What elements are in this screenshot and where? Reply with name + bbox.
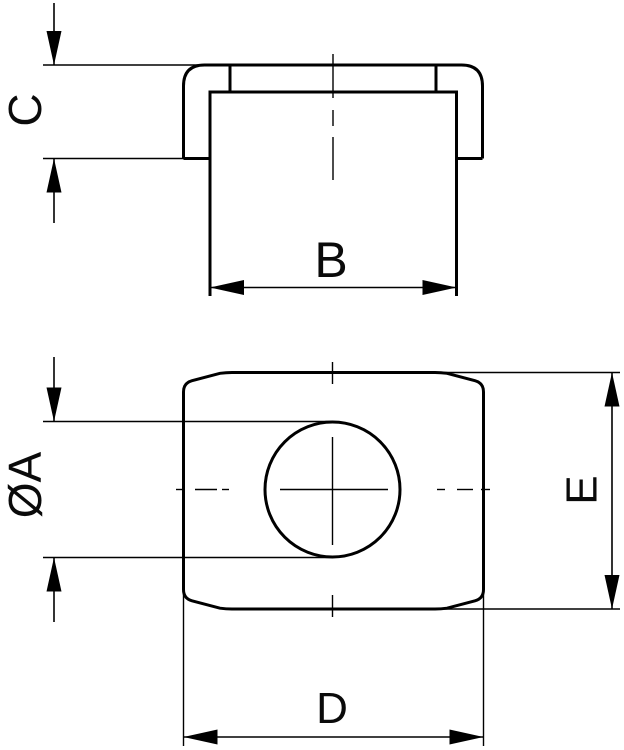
- hole-circle: [263, 420, 402, 559]
- b-arrowhead-right: [422, 280, 457, 295]
- dim-label-b: B: [314, 232, 347, 288]
- dimension-e: E: [435, 371, 620, 610]
- e-arrowhead-bottom: [604, 575, 620, 609]
- b-arrowhead-left: [210, 280, 244, 295]
- dim-label-c: C: [0, 93, 51, 126]
- d-arrowhead-left: [183, 729, 218, 745]
- dim-label-e: E: [558, 475, 607, 504]
- e-arrowhead-top: [604, 372, 620, 407]
- elevation-view: C B: [0, 3, 484, 296]
- dimension-d: D: [182, 592, 485, 746]
- plan-view: ØA E D: [0, 357, 620, 746]
- dim-label-a: ØA: [0, 451, 51, 518]
- a-arrowhead-top: [46, 387, 62, 422]
- c-arrowhead-bottom: [46, 158, 62, 193]
- hole-crosshair: [280, 437, 388, 545]
- dimension-a: ØA: [0, 357, 332, 622]
- d-arrowhead-right: [449, 729, 484, 745]
- dimension-c: C: [0, 3, 205, 223]
- plan-outline: [182, 371, 485, 611]
- dimension-b: B: [210, 232, 457, 295]
- c-arrowhead-top: [46, 31, 62, 65]
- dim-label-d: D: [316, 684, 348, 733]
- a-arrowhead-bottom: [46, 557, 62, 592]
